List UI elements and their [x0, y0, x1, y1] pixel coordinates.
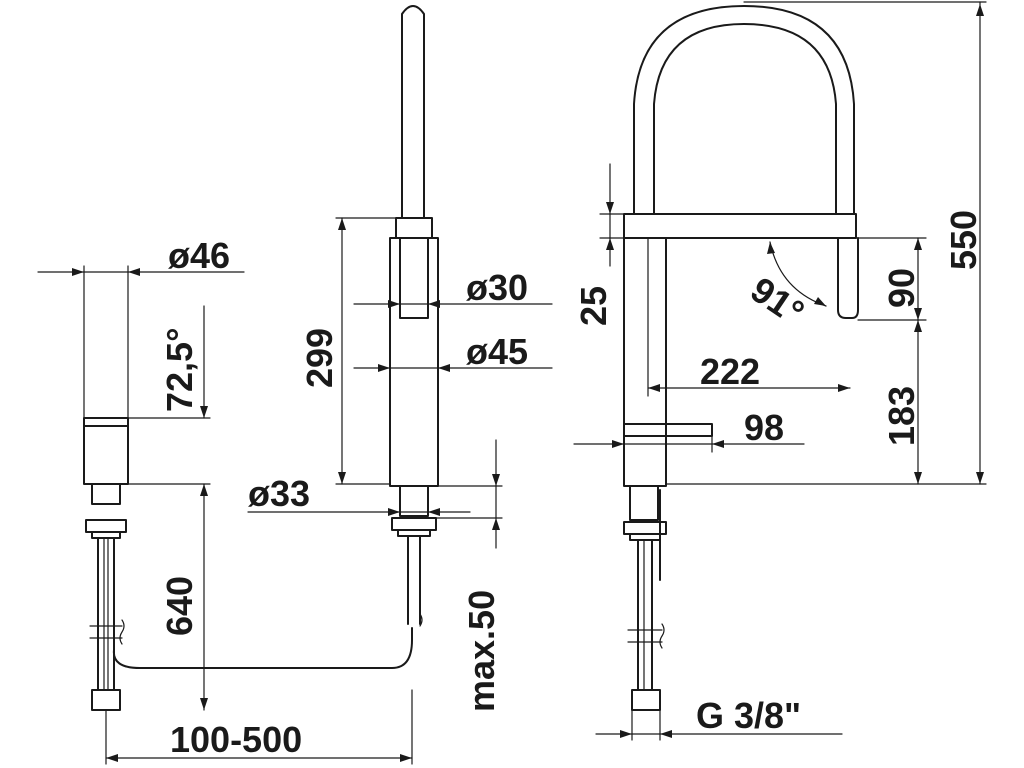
dim-diameter-45: ø45	[466, 331, 528, 372]
dim-range-100-500: 100-500	[170, 719, 302, 760]
dim-thread-g38: G 3/8"	[696, 695, 801, 736]
lever-handle	[623, 423, 713, 437]
right-view: 25 91° 222 98 90 183 550	[573, 1, 987, 741]
left-view: ø46 72,5° 640 100-500	[37, 235, 413, 765]
dim-height-550: 550	[943, 210, 984, 270]
dim-length-222: 222	[700, 351, 760, 392]
dim-diameter-33: ø33	[248, 473, 310, 514]
dim-diameter-46: ø46	[168, 235, 230, 276]
dim-height-299: 299	[299, 328, 340, 388]
dim-height-90: 90	[881, 268, 922, 308]
dim-length-640: 640	[159, 576, 200, 636]
left-body	[83, 417, 129, 485]
dim-diameter-30: ø30	[466, 267, 528, 308]
dim-max-50: max.50	[461, 590, 502, 712]
faucet-body	[389, 237, 439, 487]
middle-view: 299 ø30 ø45 ø33 max.50	[247, 5, 553, 712]
spout-arch-inner	[653, 23, 837, 215]
dim-angle-91: 91°	[744, 269, 812, 333]
dim-height-25: 25	[573, 286, 614, 326]
dim-height-183: 183	[881, 386, 922, 446]
dim-length-98: 98	[744, 407, 784, 448]
dim-angle-72-5: 72,5°	[159, 328, 200, 412]
spout-tube	[401, 5, 425, 219]
spout-arch-outer	[633, 5, 855, 215]
right-body	[623, 237, 667, 487]
